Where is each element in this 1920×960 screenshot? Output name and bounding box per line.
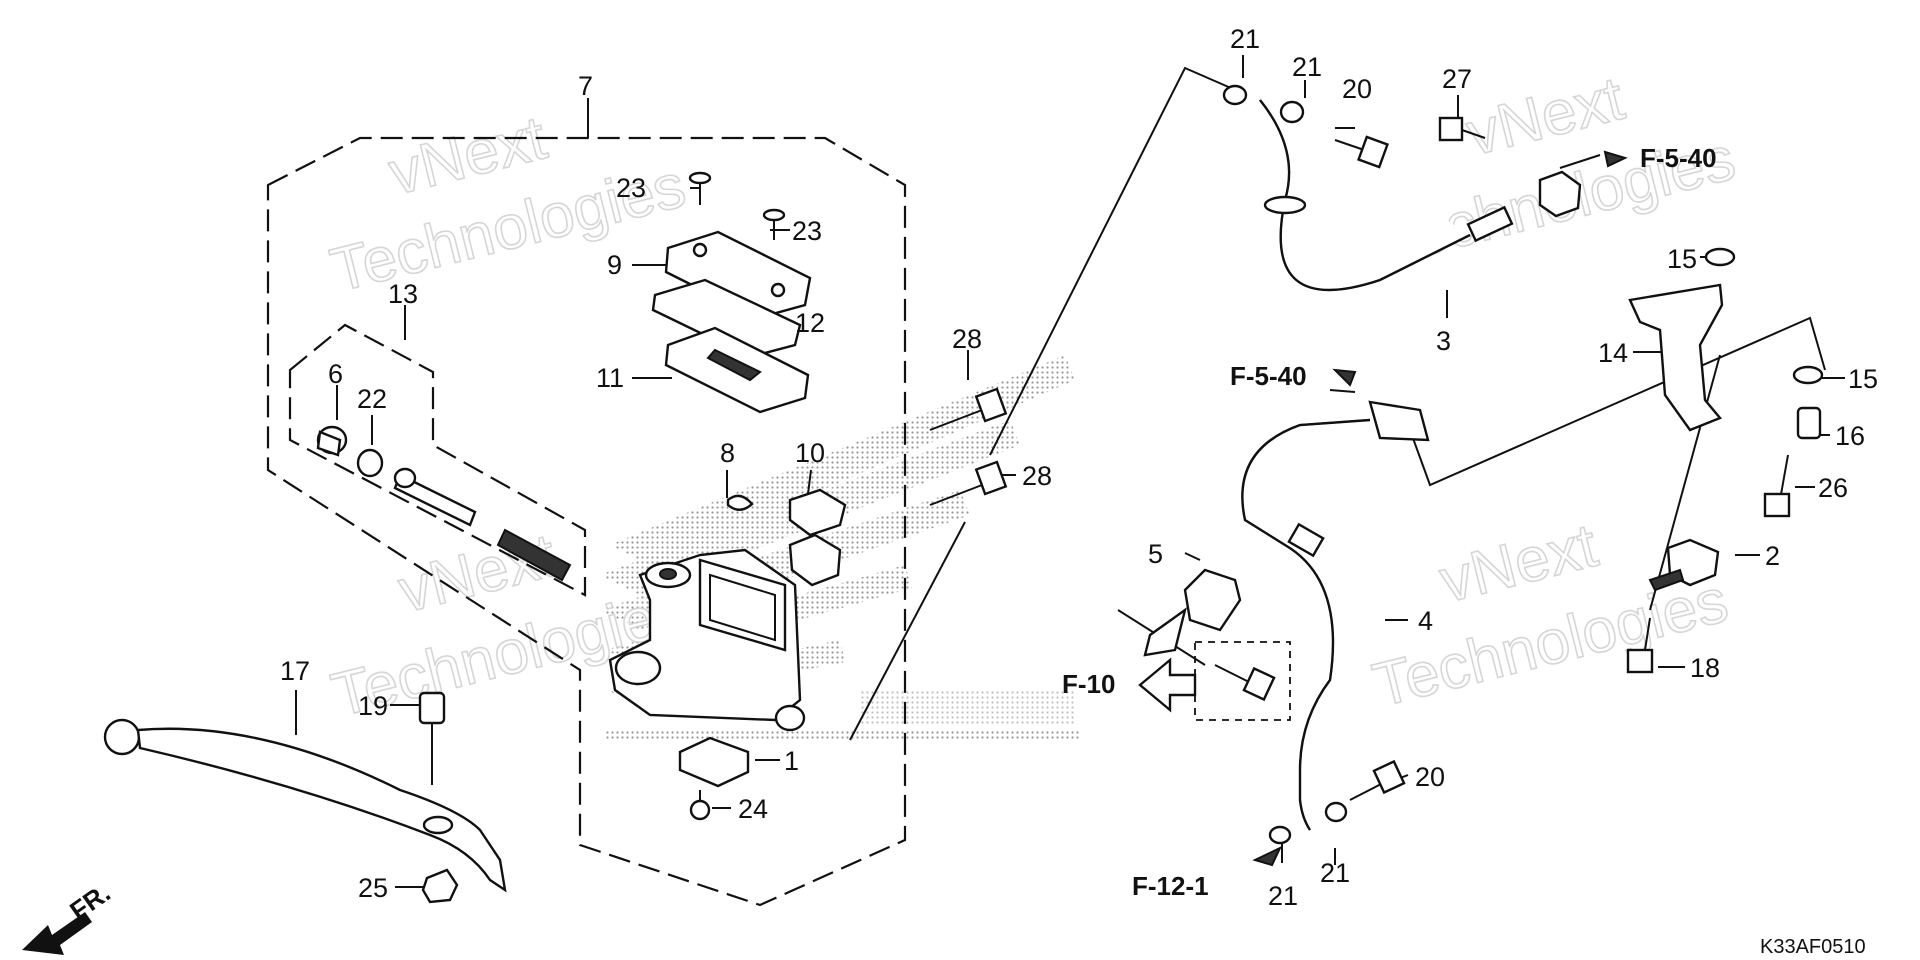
callout-15-upper: 15 <box>1667 244 1697 274</box>
brake-lever-17 <box>103 718 507 893</box>
piston-assembly <box>393 467 572 582</box>
callout-4: 4 <box>1418 606 1433 636</box>
callout-1: 1 <box>784 746 799 776</box>
callout-27: 27 <box>1442 64 1472 94</box>
callout-11: 11 <box>596 363 624 393</box>
bolt-18 <box>1626 617 1654 674</box>
callout-21-c: 21 <box>1268 881 1298 911</box>
brake-hose-4 <box>1241 400 1430 831</box>
ref-f-5-40-top: F-5-40 <box>1640 143 1717 173</box>
clamp-5 <box>1143 568 1242 657</box>
washer-15-lower <box>1792 365 1824 385</box>
callout-18: 18 <box>1690 653 1720 683</box>
callout-8: 8 <box>720 438 735 468</box>
nut-25 <box>421 868 459 904</box>
bolt-27 <box>1438 116 1486 142</box>
front-direction-indicator: FR. <box>22 877 116 955</box>
bolt-20-upper <box>1334 135 1389 169</box>
pivot-bolt-19 <box>418 691 446 785</box>
callout-24: 24 <box>738 794 768 824</box>
callout-25: 25 <box>358 873 388 903</box>
callout-13: 13 <box>388 279 418 309</box>
callout-5: 5 <box>1148 539 1163 569</box>
callout-14: 14 <box>1598 338 1628 368</box>
callout-12: 12 <box>795 308 825 338</box>
brake-hose-3 <box>1259 99 1514 292</box>
callout-21-a: 21 <box>1230 24 1260 54</box>
diaphragm-11 <box>664 326 810 414</box>
washer-21-a <box>1222 84 1248 106</box>
washer-15-upper <box>1704 247 1736 267</box>
callout-19: 19 <box>358 691 388 721</box>
assembly-13-outline <box>288 323 587 597</box>
callout-16: 16 <box>1835 421 1865 451</box>
reservoir-cover-9 <box>664 230 812 320</box>
master-cylinder-body <box>608 548 806 732</box>
bolt-28-upper <box>929 387 1008 431</box>
callout-20-upper: 20 <box>1342 74 1372 104</box>
ref-f-10: F-10 <box>1062 669 1115 699</box>
callout-17: 17 <box>280 656 310 686</box>
arrow-f12-1-icon <box>1252 845 1283 867</box>
callout-26: 26 <box>1818 473 1848 503</box>
joint-block <box>1538 170 1582 218</box>
callout-23-right: 23 <box>792 216 822 246</box>
callout-21-b: 21 <box>1292 52 1322 82</box>
callout-labels: 7 13 6 22 23 23 9 12 11 8 10 28 28 1 24 … <box>280 24 1878 911</box>
callout-21-d: 21 <box>1320 858 1350 888</box>
watermark-mid-right: vNext Technologies <box>1366 510 1735 721</box>
screw-23-right <box>762 208 786 240</box>
bolt-28-lower <box>929 460 1008 506</box>
bolt-f10 <box>1214 664 1276 702</box>
washer-21-b <box>1279 100 1305 124</box>
ref-f-5-40-mid: F-5-40 <box>1230 361 1307 391</box>
washer-21-d <box>1324 801 1348 823</box>
reference-labels: F-5-40 F-5-40 F-10 F-12-1 <box>1062 143 1717 901</box>
arrow-f-5-40-top-icon <box>1603 150 1628 168</box>
callout-7: 7 <box>578 71 593 101</box>
callout-2: 2 <box>1765 541 1780 571</box>
piston-cup-6 <box>316 425 348 457</box>
callout-9: 9 <box>607 250 622 280</box>
callout-28-lower: 28 <box>1022 461 1052 491</box>
screw-23-left <box>688 171 712 205</box>
stay-14 <box>1628 283 1724 432</box>
arrow-f10-icon <box>1138 657 1197 713</box>
callout-28-upper: 28 <box>952 324 982 354</box>
screw-24 <box>689 790 711 821</box>
bolt-26 <box>1763 454 1791 518</box>
arrow-f-5-40-mid-icon <box>1332 368 1357 387</box>
clamp-2 <box>1648 538 1720 592</box>
callout-15-lower: 15 <box>1848 364 1878 394</box>
seal-22 <box>356 448 384 478</box>
callout-23-top: 23 <box>616 173 646 203</box>
assembly-7-outline <box>266 136 907 907</box>
clip-8 <box>726 494 754 511</box>
callout-20-lower: 20 <box>1415 762 1445 792</box>
diaphragm-plate-12 <box>651 278 802 359</box>
front-label: FR. <box>64 877 116 926</box>
diagram-code: K33AF0510 <box>1760 936 1866 958</box>
callout-22: 22 <box>357 384 387 414</box>
bolt-box-f10 <box>1194 641 1291 721</box>
callout-6: 6 <box>328 359 343 389</box>
ref-f-12-1: F-12-1 <box>1132 871 1209 901</box>
bolt-20-lower <box>1349 759 1406 801</box>
collar-16 <box>1796 406 1822 440</box>
brake-switch-1 <box>678 736 750 788</box>
callout-3: 3 <box>1436 326 1451 356</box>
holder-10 <box>788 488 847 587</box>
washer-21-c <box>1268 825 1292 845</box>
callout-10: 10 <box>795 438 825 468</box>
